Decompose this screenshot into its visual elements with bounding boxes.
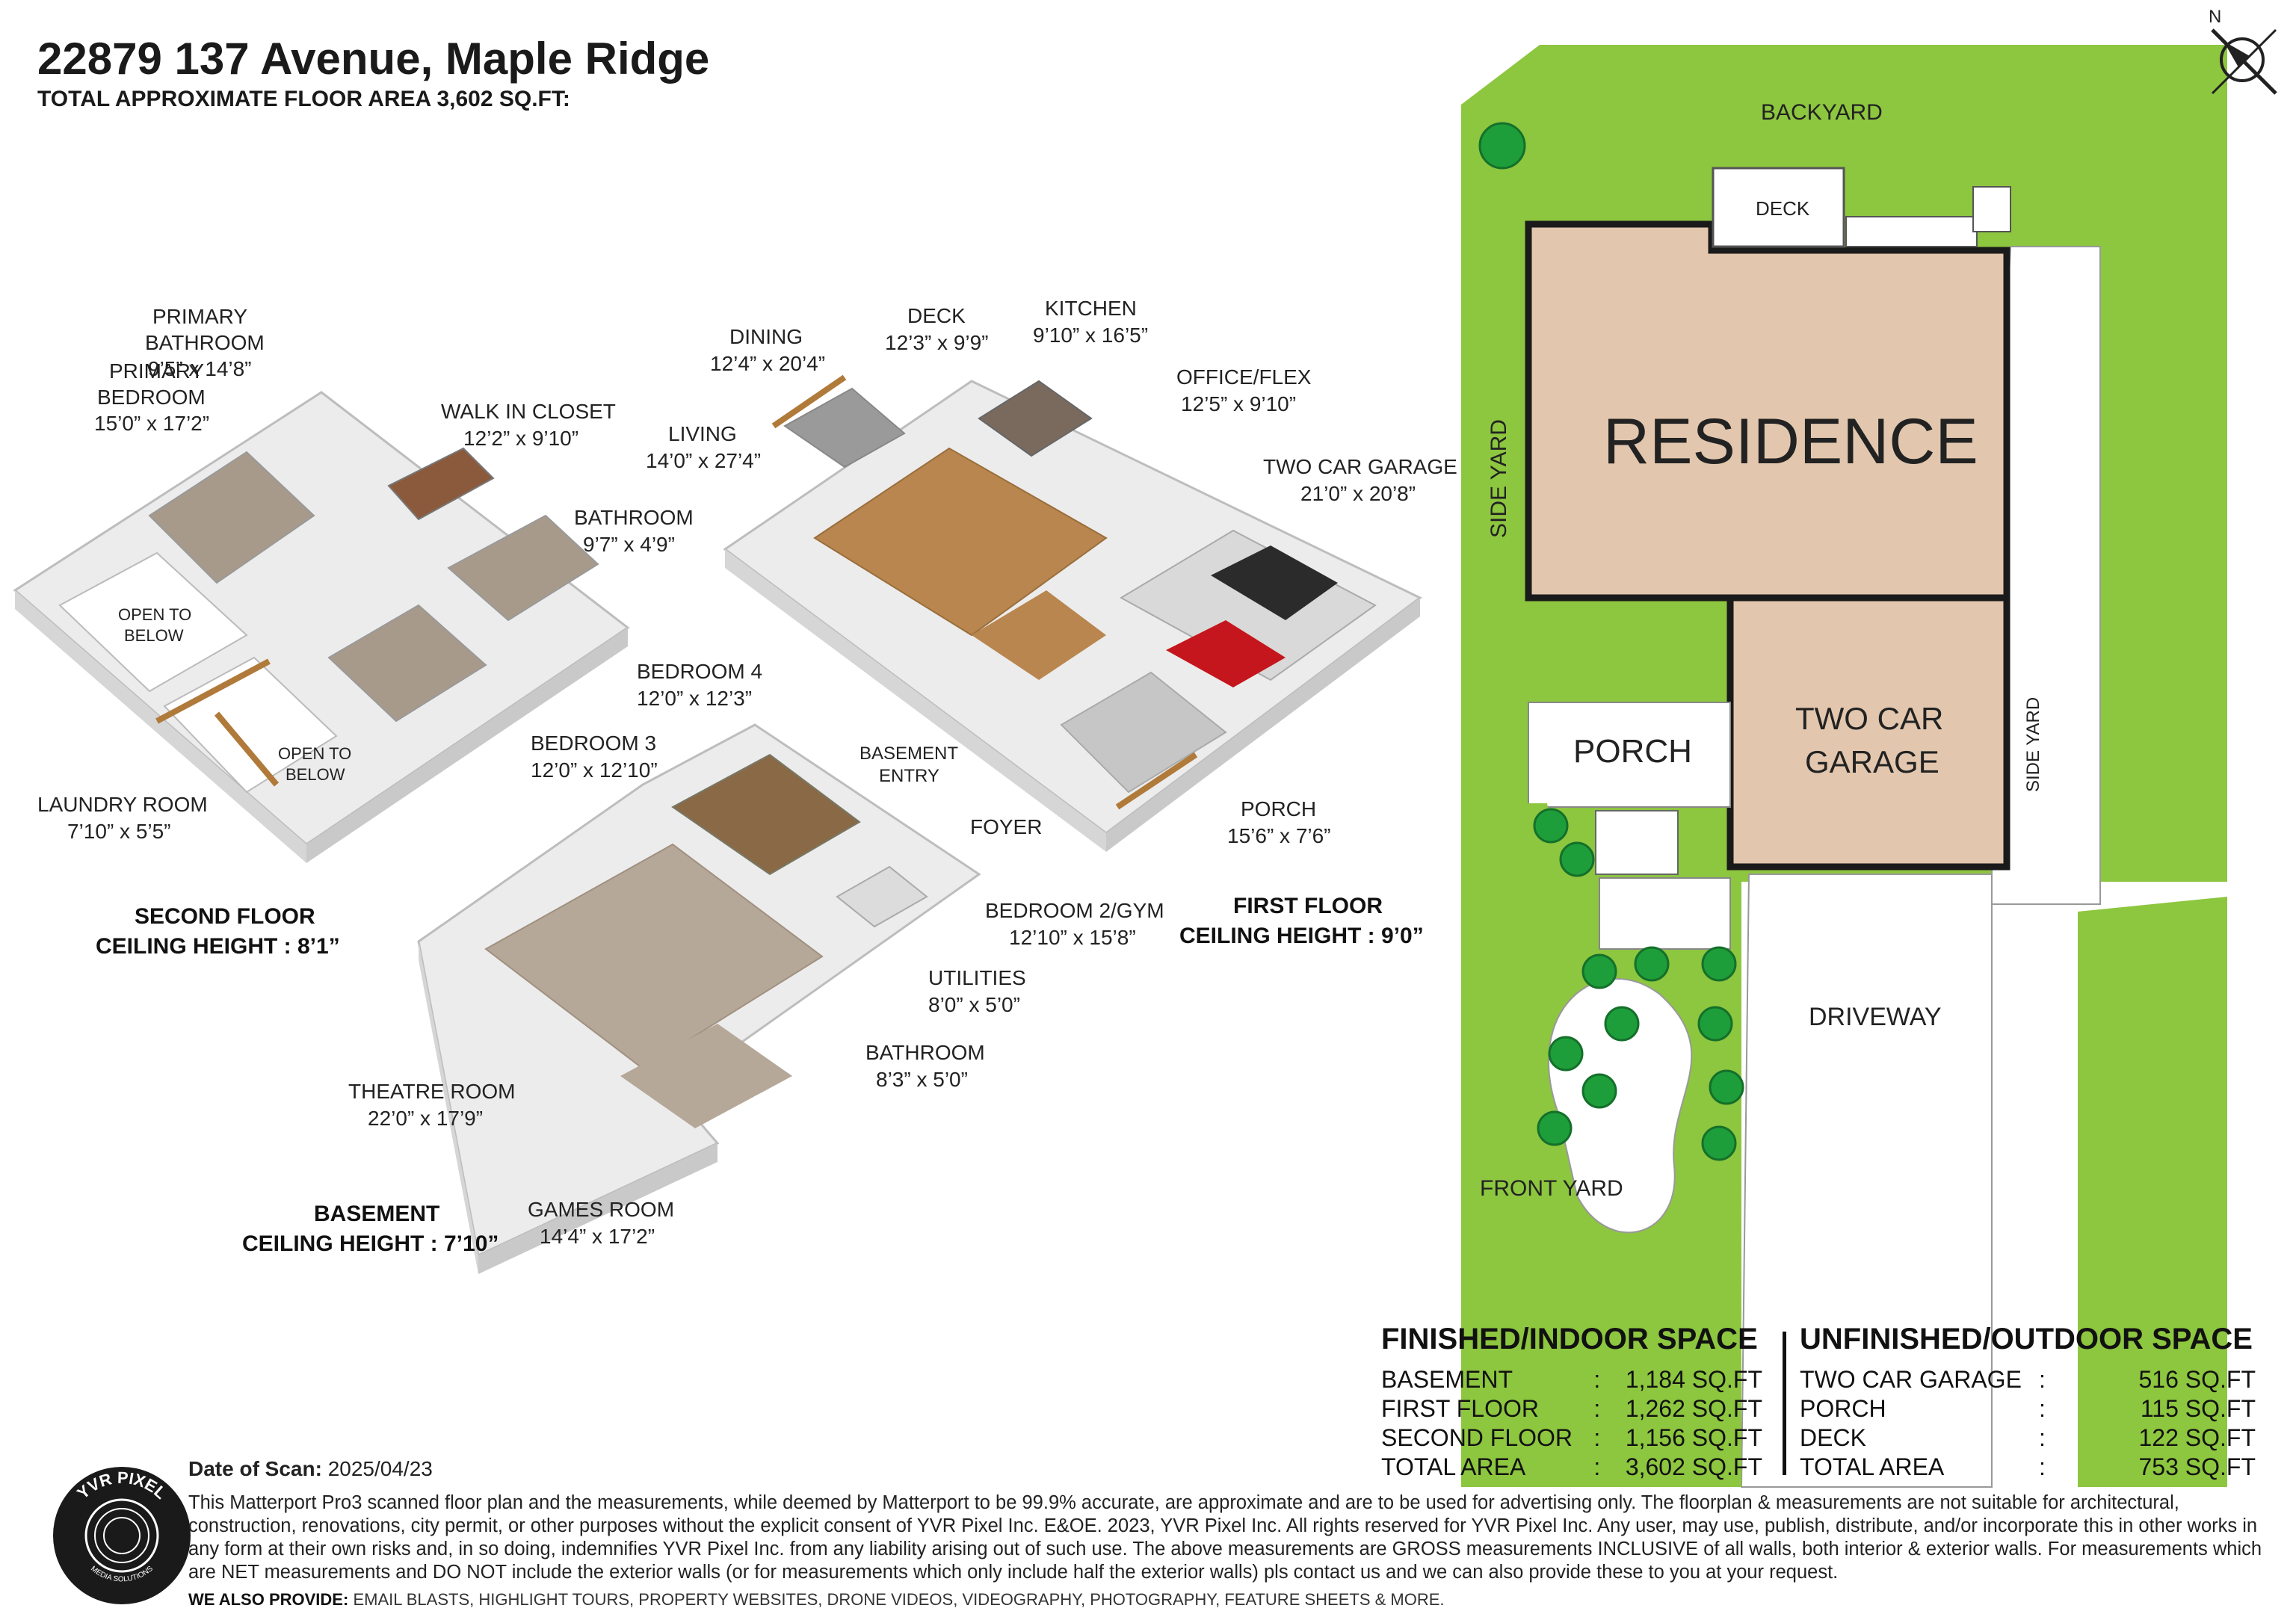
bedroom-3-label: BEDROOM 3	[531, 732, 656, 755]
unfinished-heading: UNFINISHED/OUTDOOR SPACE	[1800, 1323, 2253, 1355]
total-floor-area: TOTAL APPROXIMATE FLOOR AREA 3,602 SQ.FT…	[37, 87, 570, 111]
office-flex-label: OFFICE/FLEX	[1176, 365, 1312, 389]
porch-1f-dims: 15’6” x 7’6”	[1227, 824, 1331, 847]
table-row: FIRST FLOOR:1,262 SQ.FT	[1381, 1395, 1762, 1422]
living-label: LIVING	[668, 422, 737, 445]
dining-dims: 12’4” x 20’4”	[710, 352, 825, 375]
table-row: PORCH:115 SQ.FT	[1800, 1395, 2256, 1422]
north-label: N	[2209, 7, 2221, 27]
property-address: 22879 137 Avenue, Maple Ridge	[37, 34, 710, 84]
first-floor-plan: DINING 12’4” x 20’4” DECK 12’3” x 9’9” K…	[646, 297, 1457, 948]
side-yard-right-label: SIDE YARD	[2023, 697, 2043, 792]
garage-site-label-2: GARAGE	[1805, 744, 1939, 779]
two-car-garage-1f-label: TWO CAR GARAGE	[1263, 455, 1457, 478]
walk-in-closet-label: WALK IN CLOSET	[441, 400, 616, 423]
driveway	[1740, 874, 1993, 1488]
basement-ceiling: CEILING HEIGHT : 7’10”	[242, 1231, 499, 1256]
primary-bedroom-dims: 15’0” x 17’2”	[94, 412, 209, 435]
primary-bedroom-label: PRIMARY	[109, 359, 204, 383]
second-floor-ceiling: CEILING HEIGHT : 8’1”	[96, 934, 340, 959]
first-floor-ceiling: CEILING HEIGHT : 9’0”	[1179, 924, 1424, 948]
porch-1f-label: PORCH	[1241, 797, 1316, 820]
garage-site-label-1: TWO CAR	[1795, 701, 1943, 736]
primary-bathroom-label-2: BATHROOM	[145, 331, 265, 354]
porch-site-label: PORCH	[1573, 733, 1692, 770]
primary-bedroom-label-2: BEDROOM	[97, 386, 206, 409]
two-car-garage-1f-dims: 21’0” x 20’8”	[1300, 482, 1416, 505]
theatre-room-label: THEATRE ROOM	[348, 1080, 515, 1103]
deck-1f-dims: 12’3” x 9’9”	[885, 331, 989, 354]
open-to-below-1a: OPEN TO	[118, 605, 191, 624]
side-yard-left-label: SIDE YARD	[1487, 419, 1511, 538]
basement-title: BASEMENT	[314, 1202, 439, 1226]
primary-bathroom-label: PRIMARY	[152, 305, 247, 328]
games-room-dims: 14’4” x 17’2”	[540, 1225, 655, 1248]
bathroom-2f-label: BATHROOM	[574, 506, 694, 529]
deck-site-label: DECK	[1756, 197, 1810, 220]
finished-space-table: FINISHED/INDOOR SPACE BASEMENT:1,184 SQ.…	[1381, 1323, 1762, 1482]
front-yard-label: FRONT YARD	[1480, 1176, 1623, 1201]
table-row: TWO CAR GARAGE:516 SQ.FT	[1800, 1366, 2256, 1393]
bedroom-3-dims: 12’0” x 12’10”	[531, 758, 658, 782]
utilities-dims: 8’0” x 5’0”	[928, 993, 1020, 1016]
table-row: DECK:122 SQ.FT	[1800, 1424, 2256, 1451]
disclaimer-text: This Matterport Pro3 scanned floor plan …	[188, 1492, 2262, 1583]
finished-heading: FINISHED/INDOOR SPACE	[1381, 1323, 1758, 1355]
open-to-below-2a: OPEN TO	[278, 744, 351, 763]
bathroom-bsmt-dims: 8’3” x 5’0”	[876, 1068, 968, 1091]
table-row: SECOND FLOOR:1,156 SQ.FT	[1381, 1424, 1762, 1451]
table-row: BASEMENT:1,184 SQ.FT	[1381, 1366, 1762, 1393]
walk-in-closet-dims: 12’2” x 9’10”	[463, 427, 578, 450]
basement-entry-label: BASEMENT	[860, 744, 958, 764]
basement-entry-label-2: ENTRY	[879, 766, 939, 786]
dining-label: DINING	[729, 325, 803, 348]
residence-label: RESIDENCE	[1603, 406, 1978, 477]
kitchen-dims: 9’10” x 16’5”	[1033, 324, 1148, 347]
residence-block	[1525, 220, 2010, 602]
bathroom-2f-dims: 9’7” x 4’9”	[583, 533, 675, 556]
second-floor-title: SECOND FLOOR	[135, 904, 315, 929]
bathroom-bsmt-label: BATHROOM	[865, 1041, 985, 1064]
table-row: TOTAL AREA:3,602 SQ.FT	[1381, 1453, 1762, 1480]
living-dims: 14’0” x 27’4”	[646, 449, 761, 472]
deck-block	[1712, 167, 1845, 248]
driveway-label: DRIVEWAY	[1809, 1003, 1942, 1031]
theatre-room-dims: 22’0” x 17’9”	[368, 1107, 483, 1130]
unfinished-space-table: UNFINISHED/OUTDOOR SPACE TWO CAR GARAGE:…	[1800, 1323, 2256, 1482]
basement-plan: BASEMENT ENTRY BEDROOM 2/GYM 12’10” x 15…	[242, 723, 1164, 1274]
games-room-label: GAMES ROOM	[528, 1198, 674, 1221]
table-row: TOTAL AREA:753 SQ.FT	[1800, 1453, 2256, 1480]
north-compass-icon: N	[2209, 7, 2277, 95]
foyer-label: FOYER	[970, 815, 1042, 838]
bedroom-2-gym-label: BEDROOM 2/GYM	[985, 899, 1164, 922]
bedroom-2-gym-dims: 12’10” x 15’8”	[1009, 926, 1136, 949]
first-floor-title: FIRST FLOOR	[1233, 894, 1383, 918]
laundry-room-label: LAUNDRY ROOM	[37, 793, 208, 816]
office-flex-dims: 12’5” x 9’10”	[1181, 392, 1296, 415]
table-divider	[1783, 1332, 1786, 1475]
kitchen-label: KITCHEN	[1045, 297, 1137, 320]
backyard-label: BACKYARD	[1761, 100, 1883, 125]
porch-block	[1528, 702, 1731, 808]
utilities-label: UTILITIES	[928, 966, 1026, 989]
trees	[1478, 122, 1744, 1161]
bedroom-4-label: BEDROOM 4	[637, 660, 762, 683]
scan-date: Date of Scan: 2025/04/23	[188, 1457, 433, 1480]
services-provided: WE ALSO PROVIDE: EMAIL BLASTS, HIGHLIGHT…	[188, 1590, 1445, 1609]
deck-1f-label: DECK	[907, 304, 966, 327]
primary-bathroom-dims: 9’5” x 14’8”	[148, 357, 252, 380]
yvr-pixel-logo: YVR PIXEL MEDIA SOLUTIONS	[53, 1467, 191, 1604]
second-floor-plan: PRIMARY BATHROOM 9’5” x 14’8” PRIMARY BE…	[13, 305, 762, 959]
open-to-below-1b: BELOW	[124, 626, 184, 645]
site-plan: BACKYARD DECK RESIDENCE SIDE YARD SIDE Y…	[1461, 45, 2227, 1488]
laundry-room-dims: 7’10” x 5’5”	[67, 820, 171, 843]
bedroom-4-dims: 12’0” x 12’3”	[637, 687, 752, 710]
open-to-below-2b: BELOW	[286, 765, 345, 784]
